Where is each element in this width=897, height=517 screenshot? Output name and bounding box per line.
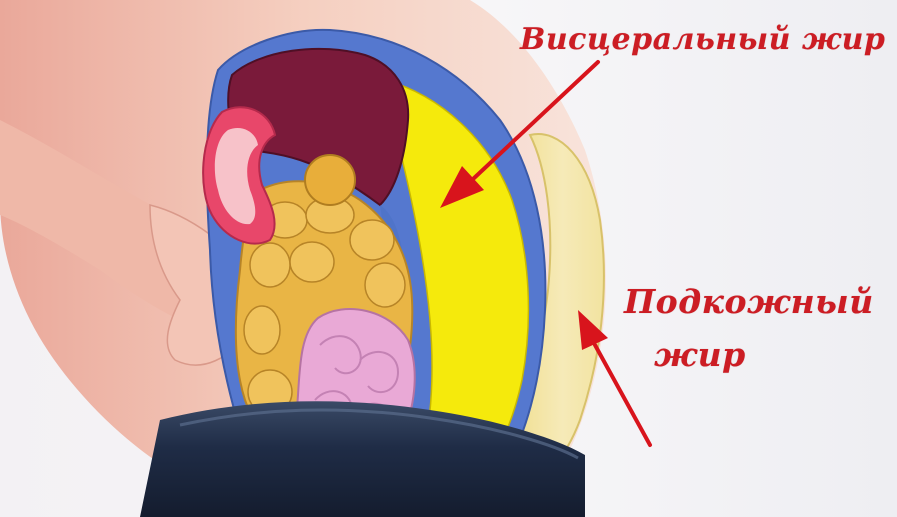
visceral-fat-label: Висцеральный жир (520, 22, 885, 57)
subcutaneous-fat-label-line2: жир (654, 335, 746, 374)
stomach (305, 155, 355, 205)
subcutaneous-fat-label-line1: Подкожный (624, 282, 874, 321)
